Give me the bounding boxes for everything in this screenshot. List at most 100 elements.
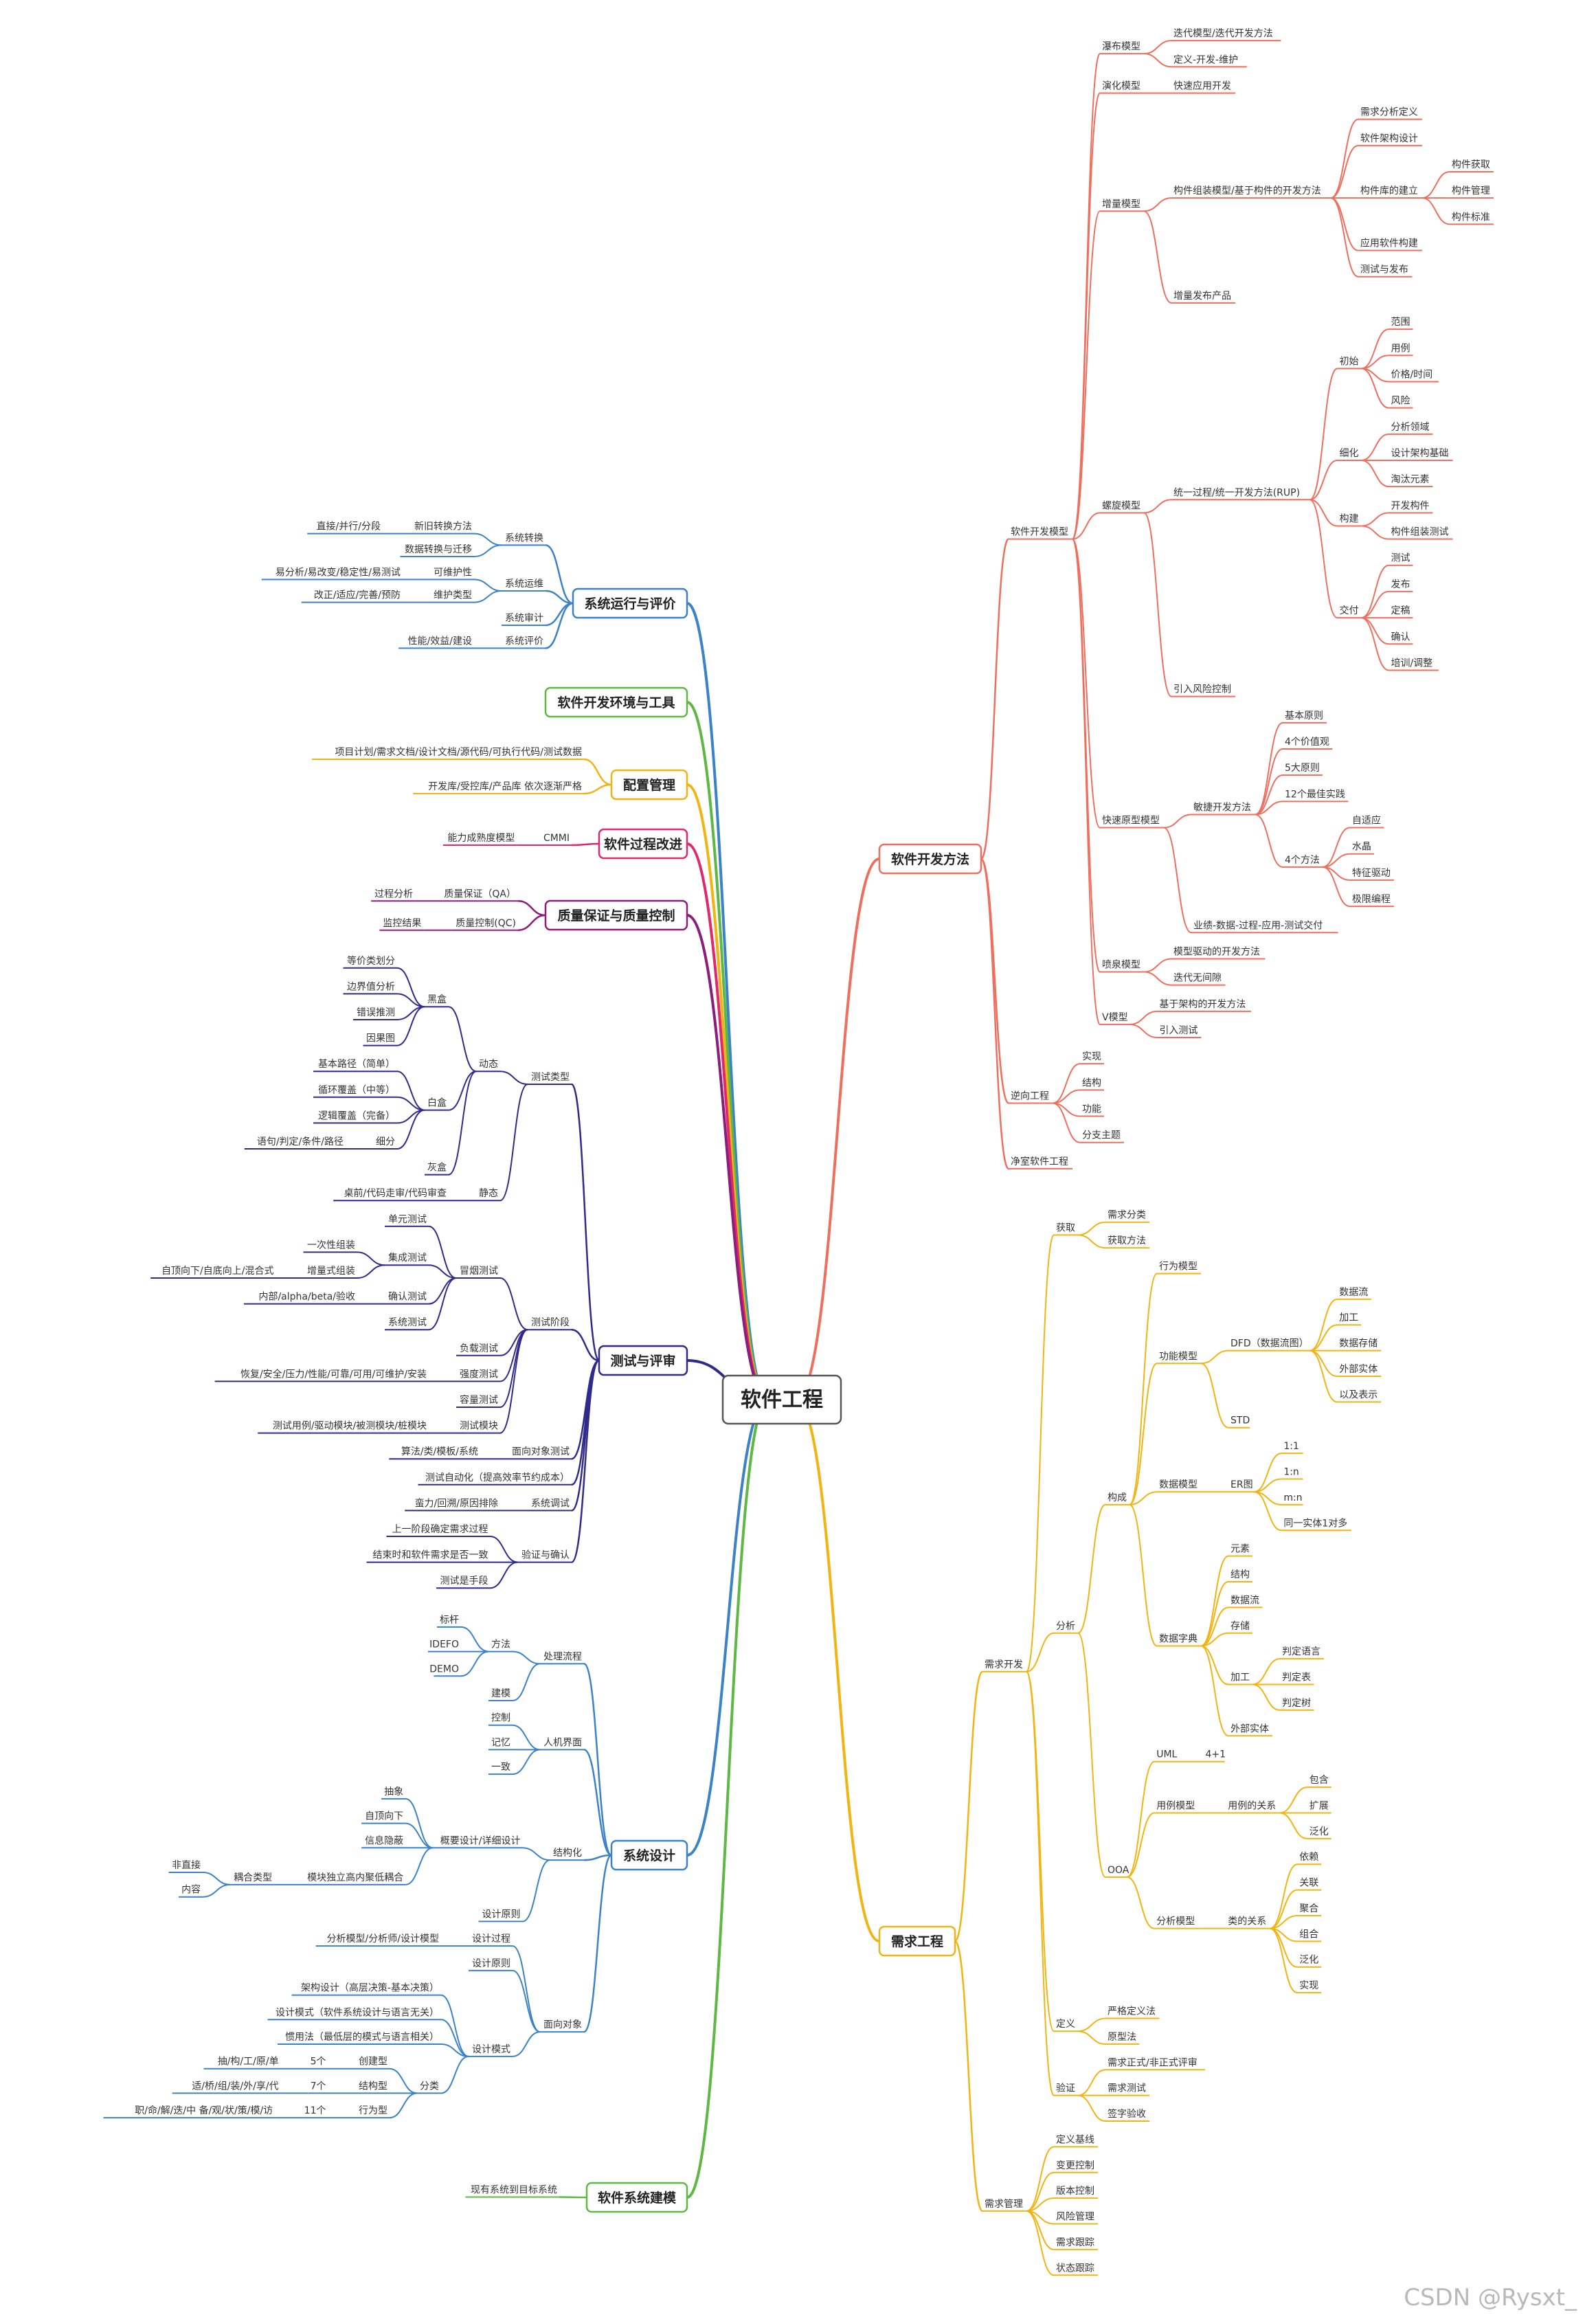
topic-node[interactable]: 适/桥/组/装/外/享/代: [172, 2080, 281, 2094]
topic-node[interactable]: 系统转换: [502, 532, 546, 546]
topic-node[interactable]: 开发构件: [1389, 500, 1433, 514]
topic-node[interactable]: 职/命/解/迭/中 备/观/状/策/模/访: [103, 2105, 276, 2119]
main-branch-dev[interactable]: 软件开发方法: [878, 843, 982, 875]
topic-node[interactable]: 面向对象测试: [508, 1446, 572, 1460]
topic-node[interactable]: 构件标准: [1449, 212, 1494, 225]
topic-node[interactable]: 内部/alpha/beta/验收: [244, 1292, 357, 1305]
topic-node[interactable]: ER图: [1228, 1479, 1255, 1493]
topic-node[interactable]: 记忆: [488, 1737, 513, 1751]
topic-node[interactable]: 软件开发模型: [1009, 527, 1072, 540]
topic-node[interactable]: 演化模型: [1100, 80, 1144, 94]
topic-node[interactable]: 非直接: [168, 1859, 203, 1873]
topic-node[interactable]: 黑盒: [425, 994, 449, 1008]
topic-node[interactable]: 构件组装测试: [1389, 527, 1453, 540]
topic-node[interactable]: 系统审计: [502, 613, 546, 626]
topic-node[interactable]: 可维护性: [430, 567, 474, 581]
topic-node[interactable]: 获取: [1054, 1222, 1078, 1236]
topic-node[interactable]: 数据存储: [1337, 1338, 1382, 1352]
topic-node[interactable]: 设计过程: [469, 1934, 513, 1947]
topic-node[interactable]: 1:n: [1281, 1467, 1303, 1480]
topic-node[interactable]: 面向对象: [540, 2019, 584, 2033]
topic-node[interactable]: 白盒: [425, 1097, 449, 1111]
topic-node[interactable]: 变更控制: [1054, 2160, 1098, 2173]
topic-node[interactable]: 蛮力/回溯/原因排除: [405, 1497, 500, 1512]
topic-node[interactable]: 需求跟踪: [1054, 2237, 1098, 2250]
topic-node[interactable]: 关联: [1297, 1878, 1322, 1891]
topic-node[interactable]: 系统调试: [528, 1498, 572, 1512]
topic-node[interactable]: 统一过程/统一开发方法(RUP): [1171, 487, 1310, 501]
topic-node[interactable]: 判定表: [1280, 1672, 1314, 1685]
topic-node[interactable]: 模型驱动的开发方法: [1171, 946, 1266, 960]
topic-node[interactable]: 人机界面: [540, 1737, 584, 1751]
topic-node[interactable]: 设计架构基础: [1389, 447, 1453, 461]
topic-node[interactable]: 增量式组装: [303, 1266, 358, 1279]
main-branch-runtime[interactable]: 系统运行与评价: [572, 587, 688, 619]
topic-node[interactable]: 结构: [1228, 1569, 1252, 1583]
topic-node[interactable]: 外部实体: [1337, 1364, 1382, 1377]
topic-node[interactable]: 概要设计/详细设计: [433, 1835, 523, 1849]
topic-node[interactable]: 基于架构的开发方法: [1157, 998, 1251, 1012]
topic-node[interactable]: 设计模式: [469, 2044, 513, 2057]
topic-node[interactable]: 处理流程: [540, 1651, 584, 1665]
topic-node[interactable]: 瀑布模型: [1100, 41, 1144, 55]
topic-node[interactable]: 加工: [1337, 1312, 1362, 1326]
topic-node[interactable]: 定义: [1054, 2019, 1078, 2032]
topic-node[interactable]: 快速应用开发: [1171, 80, 1235, 94]
main-branch-test[interactable]: 测试与评审: [598, 1345, 688, 1376]
topic-node[interactable]: 基本路径（简单）: [313, 1058, 397, 1073]
topic-node[interactable]: 培训/调整: [1389, 658, 1439, 671]
topic-node[interactable]: 敏捷开发方法: [1191, 802, 1255, 816]
main-branch-req[interactable]: 需求工程: [878, 1925, 956, 1957]
topic-node[interactable]: 风险: [1389, 396, 1413, 409]
topic-node[interactable]: 算法/类/模板/系统: [389, 1446, 480, 1460]
topic-node[interactable]: 加工: [1228, 1672, 1252, 1685]
topic-node[interactable]: 快速原型模型: [1100, 816, 1164, 829]
topic-node[interactable]: 实现: [1297, 1980, 1322, 1994]
topic-node[interactable]: 分类: [417, 2081, 441, 2094]
topic-node[interactable]: 定义基线: [1054, 2133, 1098, 2148]
topic-node[interactable]: 严格定义法: [1105, 2006, 1160, 2019]
topic-node[interactable]: 构件管理: [1449, 186, 1494, 199]
topic-node[interactable]: 构件库的建立: [1358, 186, 1422, 199]
topic-node[interactable]: 应用软件构建: [1358, 238, 1422, 251]
topic-node[interactable]: 抽象: [381, 1786, 406, 1800]
topic-node[interactable]: 水晶: [1349, 842, 1374, 855]
topic-node[interactable]: 淘汰元素: [1389, 474, 1433, 488]
topic-node[interactable]: 直接/并行/分段: [307, 521, 383, 535]
topic-node[interactable]: 标杆: [437, 1615, 461, 1628]
topic-node[interactable]: OOA: [1105, 1865, 1129, 1878]
main-branch-qa[interactable]: 质量保证与质量控制: [544, 899, 688, 931]
topic-node[interactable]: 负载测试: [456, 1343, 500, 1356]
topic-node[interactable]: 测试自动化（提高效率节约成本）: [418, 1472, 572, 1486]
topic-node[interactable]: 极限编程: [1349, 894, 1394, 908]
topic-node[interactable]: 存储: [1228, 1621, 1252, 1634]
topic-node[interactable]: IDEFO: [427, 1639, 461, 1653]
topic-node[interactable]: 自适应: [1349, 815, 1384, 829]
topic-node[interactable]: 测试是手段: [436, 1576, 491, 1589]
topic-node[interactable]: 需求管理: [982, 2199, 1026, 2212]
topic-node[interactable]: UML: [1154, 1749, 1178, 1762]
topic-node[interactable]: 判定语言: [1280, 1646, 1324, 1660]
topic-node[interactable]: 用例: [1389, 343, 1413, 357]
topic-node[interactable]: 业绩-数据-过程-应用-测试交付: [1191, 919, 1338, 934]
topic-node[interactable]: 结构化: [550, 1848, 585, 1861]
topic-node[interactable]: 分析模型/分析师/设计模型: [315, 1934, 441, 1947]
topic-node[interactable]: 泛化: [1297, 1955, 1322, 1968]
topic-node[interactable]: STD: [1228, 1415, 1250, 1429]
topic-node[interactable]: 初始: [1337, 355, 1362, 370]
topic-node[interactable]: 净室软件工程: [1009, 1156, 1072, 1169]
topic-node[interactable]: 状态跟踪: [1054, 2263, 1098, 2276]
topic-node[interactable]: m:n: [1281, 1492, 1303, 1505]
topic-node[interactable]: 包含: [1307, 1775, 1331, 1789]
topic-node[interactable]: 迭代无间隙: [1171, 973, 1226, 986]
topic-node[interactable]: DEMO: [429, 1663, 461, 1677]
topic-node[interactable]: 4个价值观: [1283, 737, 1333, 750]
topic-node[interactable]: 结构: [1080, 1077, 1104, 1091]
topic-node[interactable]: 上一阶段确定需求过程: [386, 1524, 491, 1537]
topic-node[interactable]: 系统评价: [502, 636, 546, 649]
topic-node[interactable]: 细分: [373, 1136, 397, 1150]
topic-node[interactable]: 行为模型: [1157, 1261, 1201, 1275]
topic-node[interactable]: 定稿: [1389, 605, 1413, 619]
topic-node[interactable]: 控制: [488, 1713, 513, 1726]
main-branch-env[interactable]: 软件开发环境与工具: [544, 686, 688, 718]
